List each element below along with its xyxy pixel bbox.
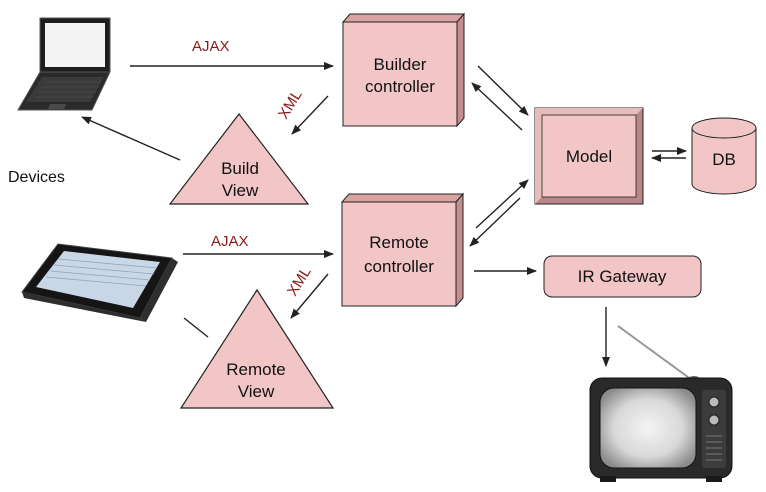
builder-controller-line2: controller [365,77,435,96]
remote-view-triangle: Remote View [179,288,335,409]
arrow-remote-to-remote-view [290,273,329,319]
arrow-model-to-builder [471,82,523,131]
ir-gateway-label: IR Gateway [578,267,667,286]
arrow-builder-to-model [477,65,529,116]
remote-view-line1: Remote [226,360,286,379]
model-box: Model [534,107,644,205]
devices-label: Devices [8,169,65,186]
builder-controller-box: Builder controller [341,12,466,128]
remote-controller-line1: Remote [369,233,429,252]
arrow-remote-to-model [475,179,529,229]
xml-label-bottom: XML [284,264,315,299]
xml-label-top: XML [275,87,306,122]
build-view-triangle: Build View [168,113,310,205]
model-label: Model [566,147,612,166]
arrow-build-view-to-laptop [81,116,181,161]
television-icon [589,324,733,482]
remote-controller-box: Remote controller [340,192,465,308]
remote-controller-line2: controller [364,257,434,276]
tablet-icon [21,243,178,322]
ir-gateway-box: IR Gateway [543,255,702,298]
db-cylinder: DB [691,117,757,195]
db-label: DB [712,150,736,169]
arrow-builder-to-build-view [291,95,329,135]
builder-controller-line1: Builder [374,55,427,74]
laptop-icon [17,17,111,111]
arrow-model-to-remote [469,197,521,247]
build-view-line2: View [222,181,259,200]
edges [81,62,687,367]
remote-view-line2: View [238,382,275,401]
ajax-label-bottom: AJAX [211,233,249,250]
line-remote-view-to-tablet [183,317,209,338]
ajax-label-top: AJAX [192,38,230,55]
build-view-line1: Build [221,159,259,178]
